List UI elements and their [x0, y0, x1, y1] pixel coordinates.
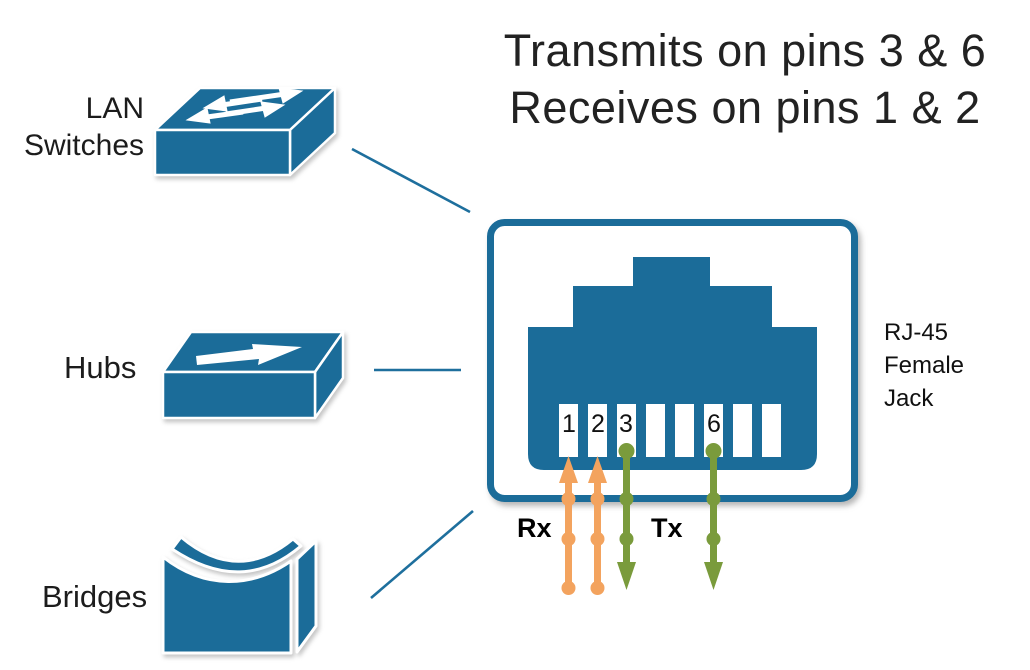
pin-slot-2: [588, 404, 607, 457]
pin-number-6: 6: [707, 410, 721, 438]
title-line-1: Transmits on pins 3 & 6: [503, 25, 987, 76]
pin-slot-5: [675, 404, 694, 457]
pin-slot-1: [559, 404, 578, 457]
tx-label: Tx: [651, 513, 683, 543]
connector-line-lan-switches: [351, 147, 471, 214]
rx-arrow-pin2: [588, 456, 607, 595]
bridge-icon: [161, 535, 318, 655]
rx-label: Rx: [517, 513, 552, 543]
jack-label-line3: Jack: [884, 385, 934, 412]
pin-number-1: 1: [562, 410, 576, 438]
pin-slot-7: [733, 404, 752, 457]
hub-icon: [161, 330, 345, 420]
pin-slot-4: [646, 404, 665, 457]
tx-arrow-pin6: [704, 443, 723, 590]
lan-switch-icon: [153, 86, 337, 177]
pin-number-2: 2: [591, 410, 605, 438]
rx-arrow-pin1: [559, 456, 578, 595]
pin-number-3: 3: [619, 410, 633, 438]
title-line-2: Receives on pins 1 & 2: [509, 82, 981, 133]
label-lan-line1: LAN: [85, 92, 144, 125]
pin-slot-3: [617, 404, 636, 457]
jack-label-line2: Female: [884, 352, 965, 379]
connector-line-bridges: [370, 510, 474, 599]
rx-arrows-icon: [559, 456, 607, 595]
pin-slot-8: [762, 404, 781, 457]
jack-label-line1: RJ-45: [884, 319, 949, 346]
label-bridges: Bridges: [42, 579, 148, 614]
diagram-title: Transmits on pins 3 & 6 Receives on pins…: [455, 22, 1030, 136]
rj45-jack-silhouette: [528, 257, 817, 470]
label-lan-line2: Switches: [23, 129, 144, 162]
pin-slot-6: [704, 404, 723, 457]
label-lan-switches: LAN Switches: [0, 90, 144, 164]
label-rj45-female-jack: RJ-45 Female Jack: [884, 316, 964, 415]
switch-arrows-icon: [185, 87, 304, 124]
pin-slots: [559, 404, 781, 457]
tx-arrows-icon: [617, 443, 723, 590]
label-hubs: Hubs: [64, 350, 137, 385]
hub-arrow-icon: [196, 344, 302, 365]
tx-arrow-pin3: [617, 443, 636, 590]
